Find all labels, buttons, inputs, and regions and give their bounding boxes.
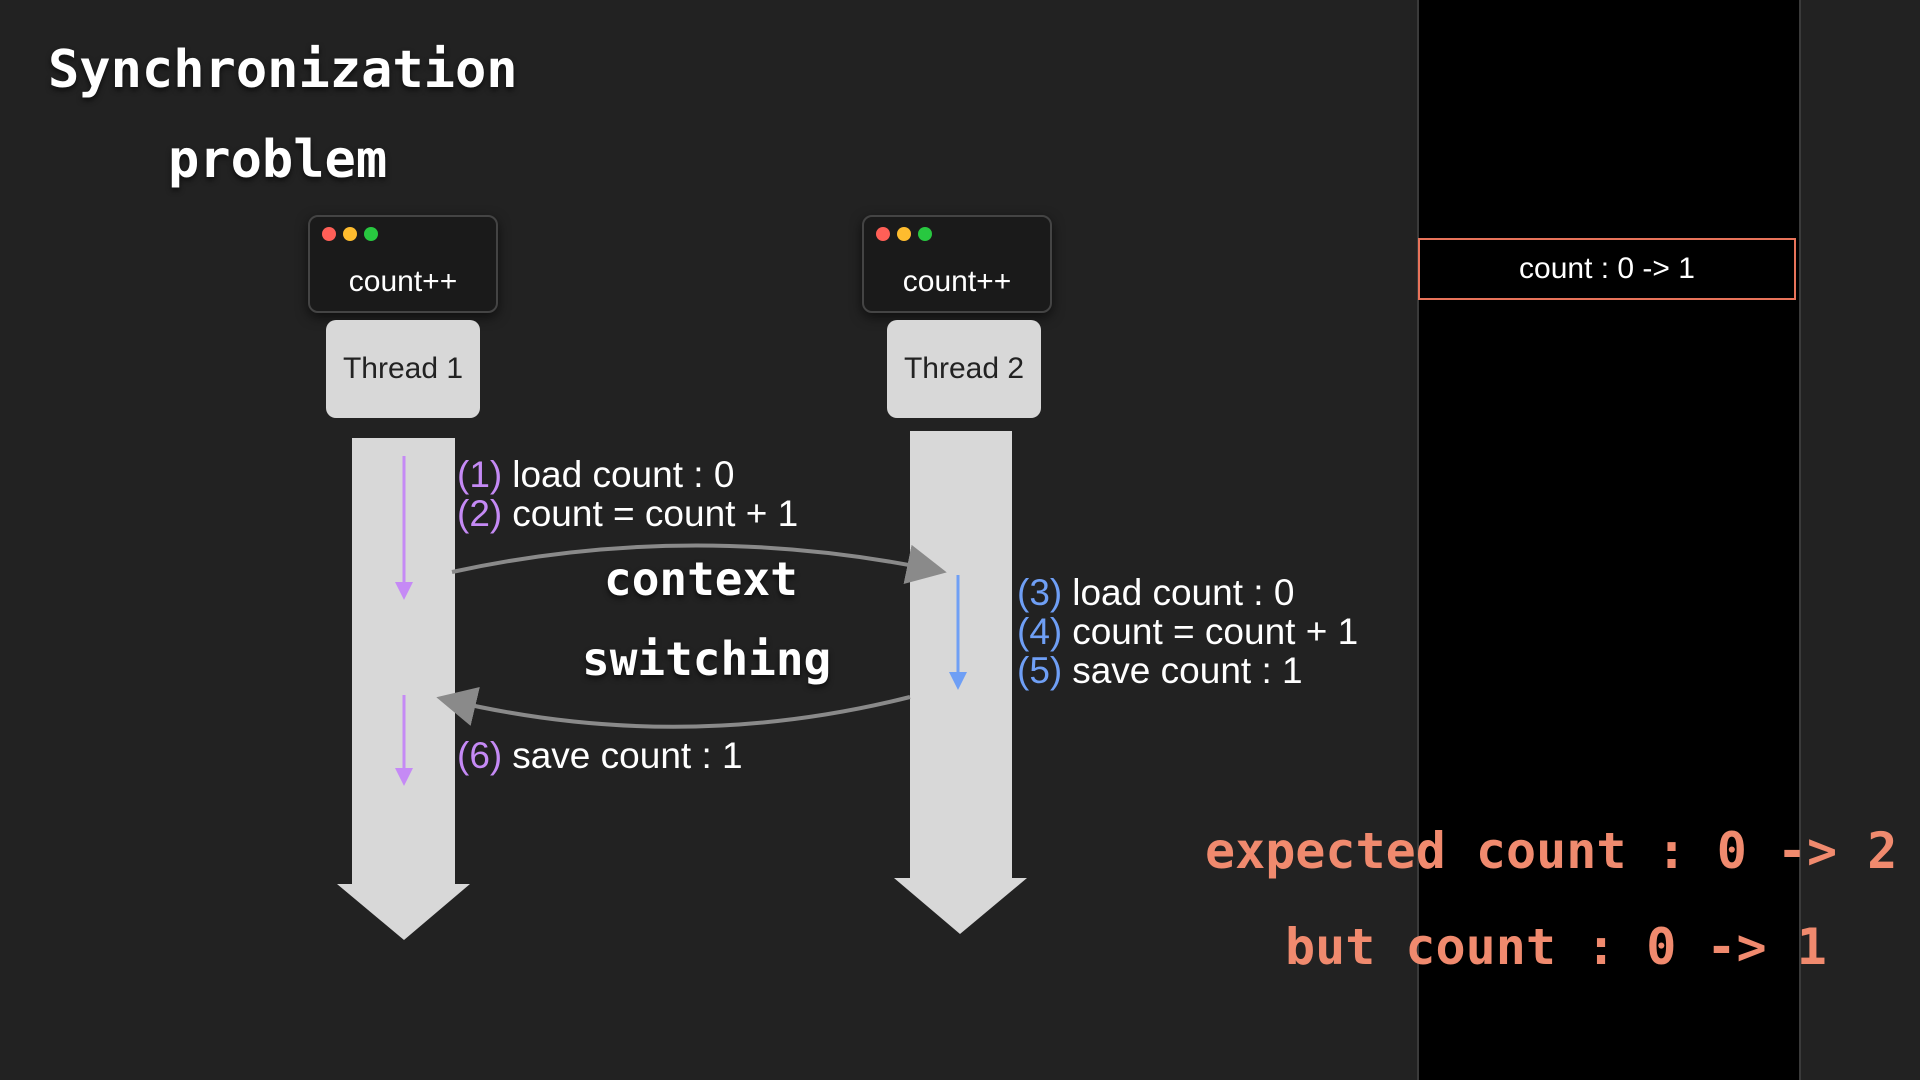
thread-1-label: Thread 1 bbox=[326, 320, 480, 418]
step-1-number: (1) bbox=[457, 454, 503, 495]
step-2: (2)count = count + 1 bbox=[457, 494, 798, 533]
step-6-text: save count : 1 bbox=[512, 735, 743, 776]
thread-2-code: count++ bbox=[902, 265, 1012, 298]
step-1: (1)load count : 0 bbox=[457, 455, 734, 494]
context-switch-arrow-to-thread-1 bbox=[436, 686, 911, 729]
step-2-number: (2) bbox=[457, 493, 503, 534]
actual-count-note: but count : 0 -> 1 bbox=[1285, 918, 1827, 976]
thread-1-code: count++ bbox=[348, 265, 458, 298]
thread-1-timeline-arrow bbox=[337, 438, 470, 940]
yellow-dot-icon bbox=[897, 227, 911, 241]
green-dot-icon bbox=[918, 227, 932, 241]
step-6: (6)save count : 1 bbox=[457, 736, 743, 775]
step-3-number: (3) bbox=[1017, 572, 1063, 613]
step-4-text: count = count + 1 bbox=[1072, 611, 1359, 652]
step-2-text: count = count + 1 bbox=[512, 493, 799, 534]
thread-1-code-window: count++ bbox=[308, 215, 498, 313]
memory-cell-value: count : 0 -> 1 bbox=[1519, 252, 1695, 285]
title-line-2: problem bbox=[168, 130, 388, 190]
green-dot-icon bbox=[364, 227, 378, 241]
thread-2-exec-arrow bbox=[949, 575, 967, 690]
memory-panel bbox=[1417, 0, 1801, 1080]
thread-1-exec-arrow-1 bbox=[395, 456, 413, 600]
step-5: (5)save count : 1 bbox=[1017, 651, 1303, 690]
title-line-1: Synchronization bbox=[48, 40, 518, 100]
context-switching-label-line-2: switching bbox=[582, 632, 832, 686]
red-dot-icon bbox=[322, 227, 336, 241]
step-4: (4)count = count + 1 bbox=[1017, 612, 1358, 651]
step-5-number: (5) bbox=[1017, 650, 1063, 691]
step-6-number: (6) bbox=[457, 735, 503, 776]
thread-2-code-window: count++ bbox=[862, 215, 1052, 313]
expected-count-note: expected count : 0 -> 2 bbox=[1205, 822, 1898, 880]
yellow-dot-icon bbox=[343, 227, 357, 241]
step-1-text: load count : 0 bbox=[512, 454, 735, 495]
step-3: (3)load count : 0 bbox=[1017, 573, 1294, 612]
step-4-number: (4) bbox=[1017, 611, 1063, 652]
context-switch-arrow-to-thread-2 bbox=[451, 543, 947, 585]
red-dot-icon bbox=[876, 227, 890, 241]
thread-2-label: Thread 2 bbox=[887, 320, 1041, 418]
thread-1-exec-arrow-2 bbox=[395, 695, 413, 786]
context-switching-label-line-1: context bbox=[604, 552, 798, 606]
memory-cell: count : 0 -> 1 bbox=[1418, 238, 1796, 300]
step-5-text: save count : 1 bbox=[1072, 650, 1303, 691]
step-3-text: load count : 0 bbox=[1072, 572, 1295, 613]
